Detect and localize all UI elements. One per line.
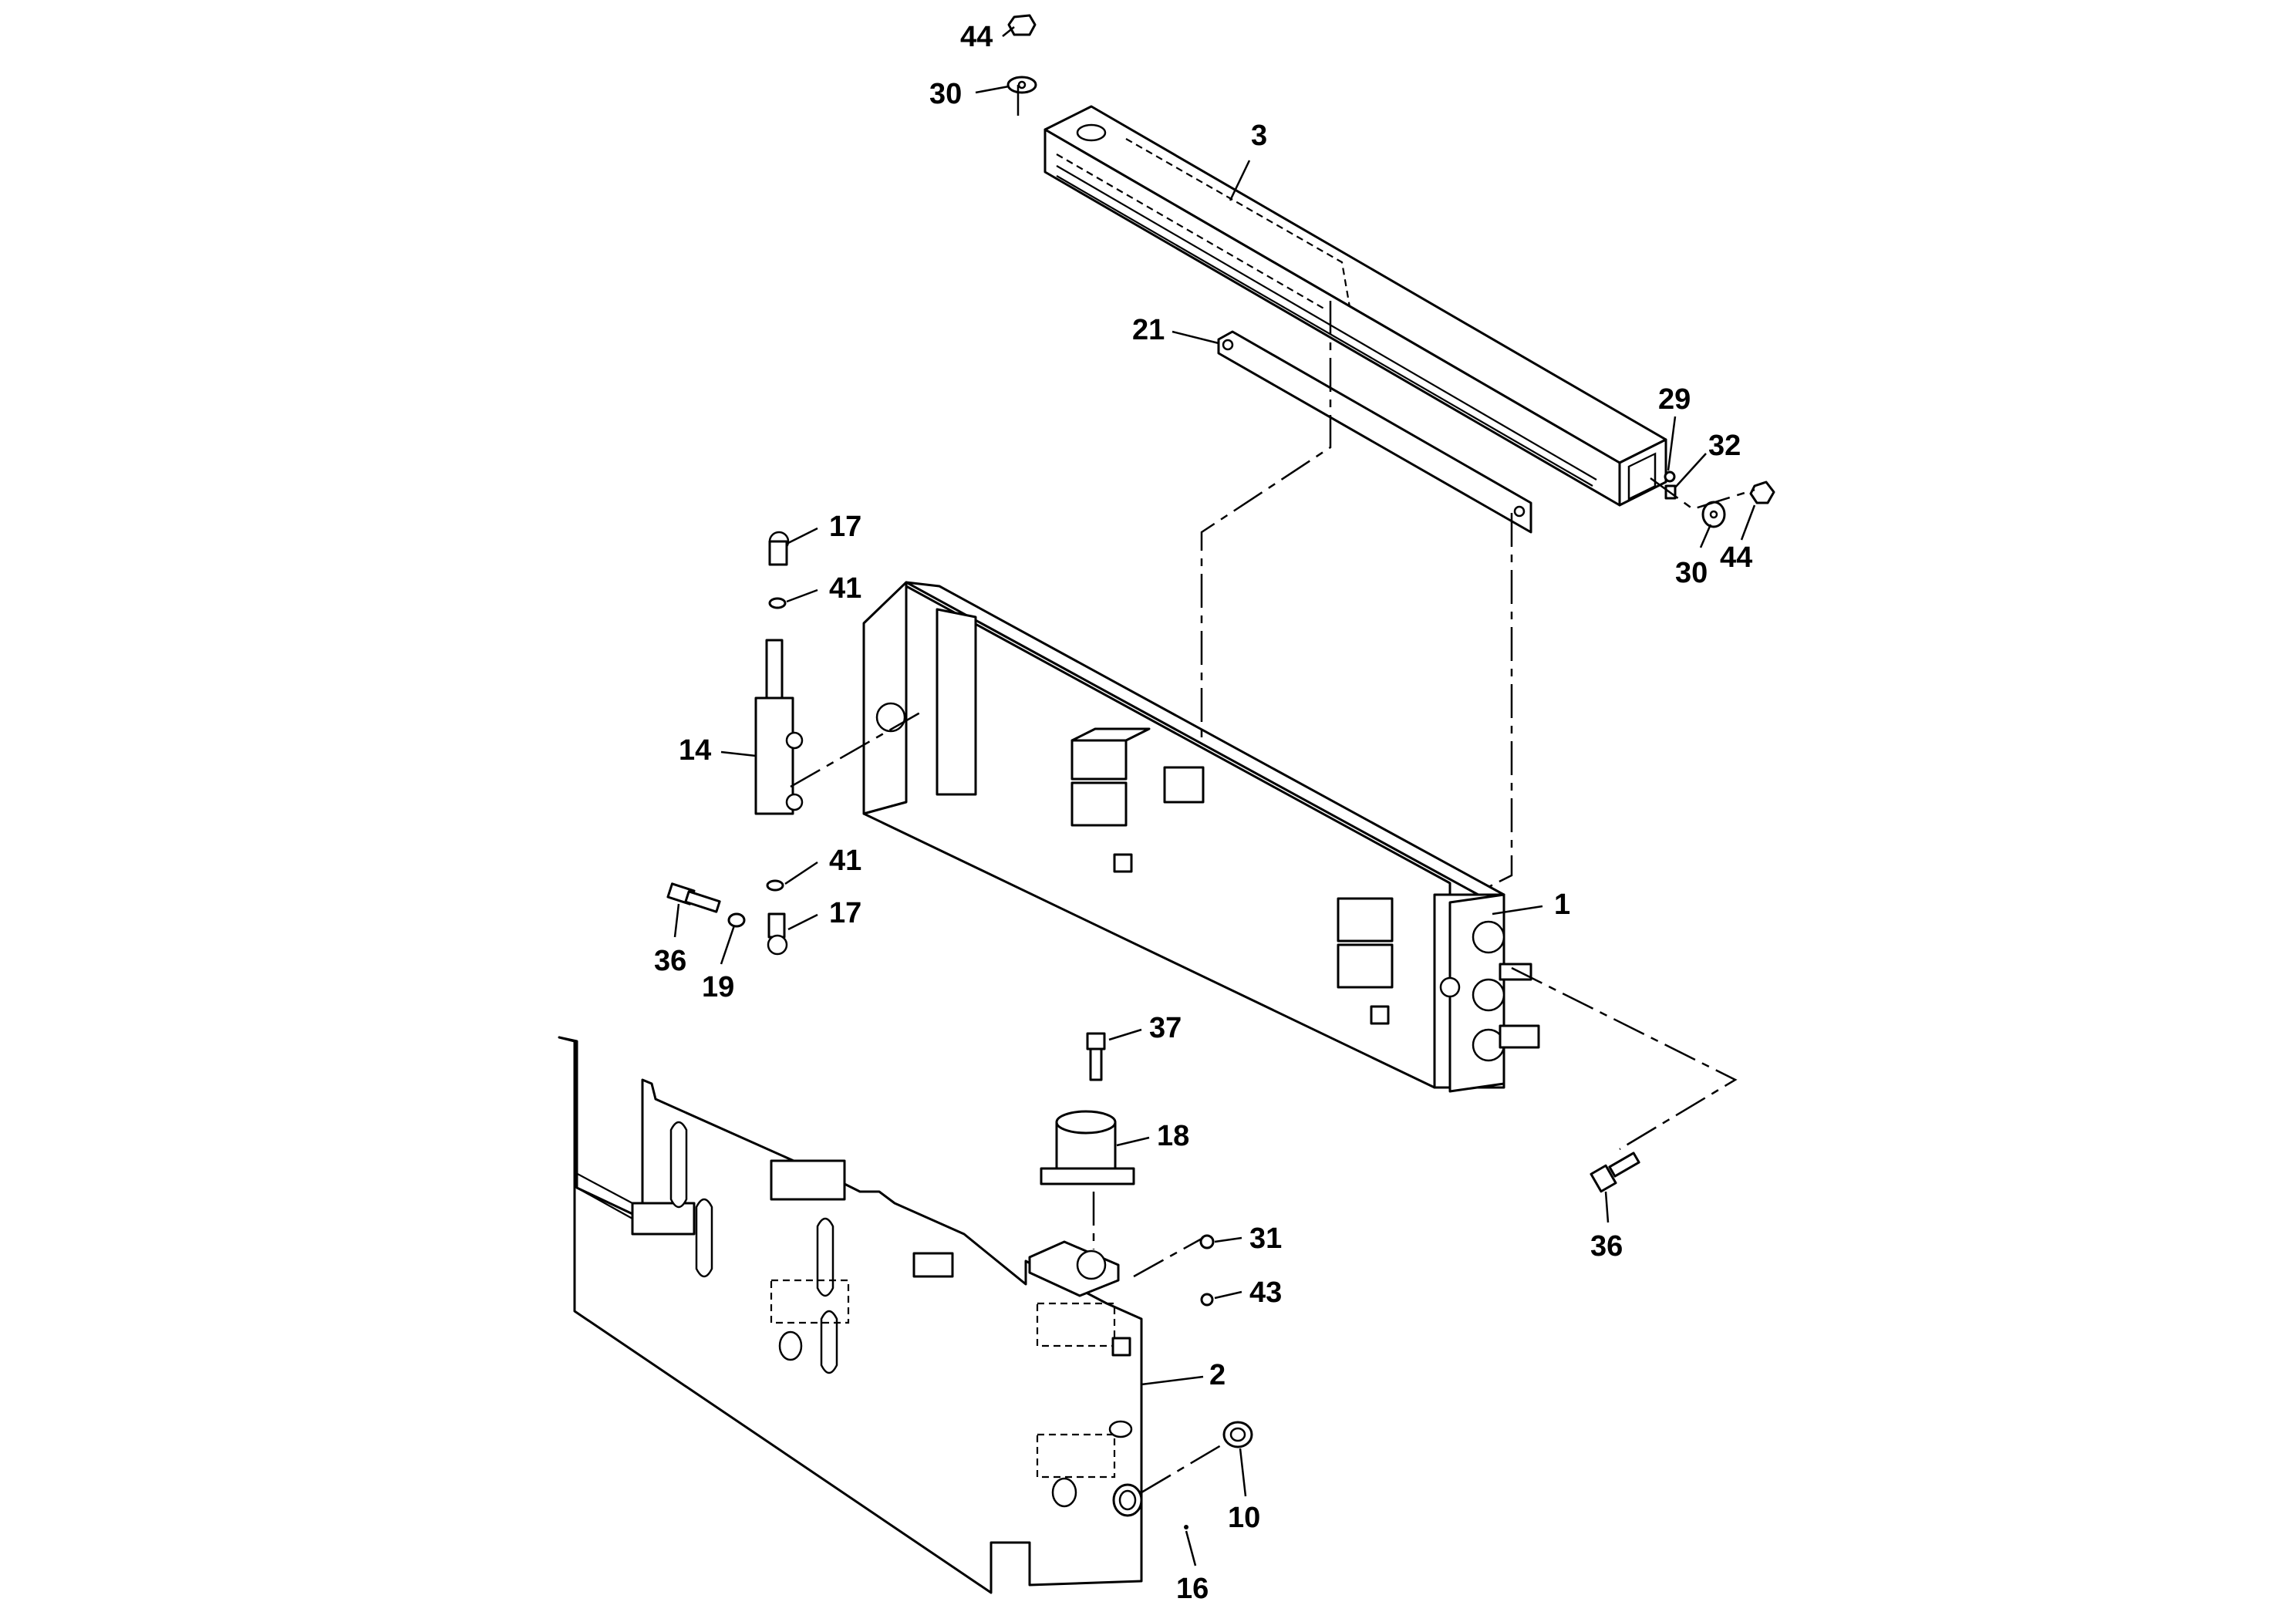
part-3-beam <box>1043 105 1667 507</box>
label-17-top: 17 <box>829 511 861 543</box>
part-19-washer <box>727 912 746 928</box>
part-16-pin <box>1184 1525 1188 1529</box>
label-14: 14 <box>679 734 711 767</box>
part-1-frame <box>862 581 1540 1093</box>
label-3: 3 <box>1251 120 1267 152</box>
label-31: 31 <box>1249 1222 1282 1255</box>
part-31-washer <box>1199 1234 1215 1249</box>
leader-lines <box>673 26 1756 1566</box>
part-44-nut-right <box>1749 481 1775 504</box>
hardware <box>666 14 1775 1529</box>
label-36-right: 36 <box>1590 1230 1623 1263</box>
part-14-actuator <box>754 531 804 956</box>
part-44-nut-top <box>1007 14 1037 36</box>
label-41-top: 41 <box>829 572 861 605</box>
label-43: 43 <box>1249 1276 1282 1309</box>
label-44-top: 44 <box>960 21 993 53</box>
connector-stack <box>1472 920 1540 1062</box>
label-17-bottom: 17 <box>829 897 861 929</box>
label-30-top: 30 <box>929 78 962 110</box>
callouts: 44 30 3 21 29 32 30 44 17 41 14 41 17 36… <box>654 21 1752 1605</box>
label-29: 29 <box>1658 383 1691 416</box>
label-44-right: 44 <box>1720 541 1752 574</box>
label-16: 16 <box>1176 1573 1209 1605</box>
part-21-bar <box>1217 330 1532 534</box>
label-1: 1 <box>1554 889 1570 921</box>
label-19: 19 <box>702 971 734 1003</box>
part-37-screw <box>1086 1032 1106 1081</box>
label-36-left: 36 <box>654 945 686 977</box>
part-2-plate <box>558 1036 1143 1594</box>
label-2: 2 <box>1209 1359 1226 1391</box>
label-21: 21 <box>1132 314 1165 346</box>
label-41-bottom: 41 <box>829 845 861 877</box>
part-43-screw <box>1200 1293 1214 1307</box>
label-18: 18 <box>1157 1120 1189 1152</box>
part-36-bolt-right <box>1590 1164 1617 1193</box>
part-29-washer <box>1664 470 1676 483</box>
label-37: 37 <box>1149 1012 1182 1044</box>
part-18-cylinder <box>1040 1110 1135 1185</box>
label-32: 32 <box>1708 430 1741 462</box>
label-30-right: 30 <box>1675 557 1708 589</box>
label-10: 10 <box>1228 1502 1260 1534</box>
assembly-lines <box>790 85 1755 1494</box>
